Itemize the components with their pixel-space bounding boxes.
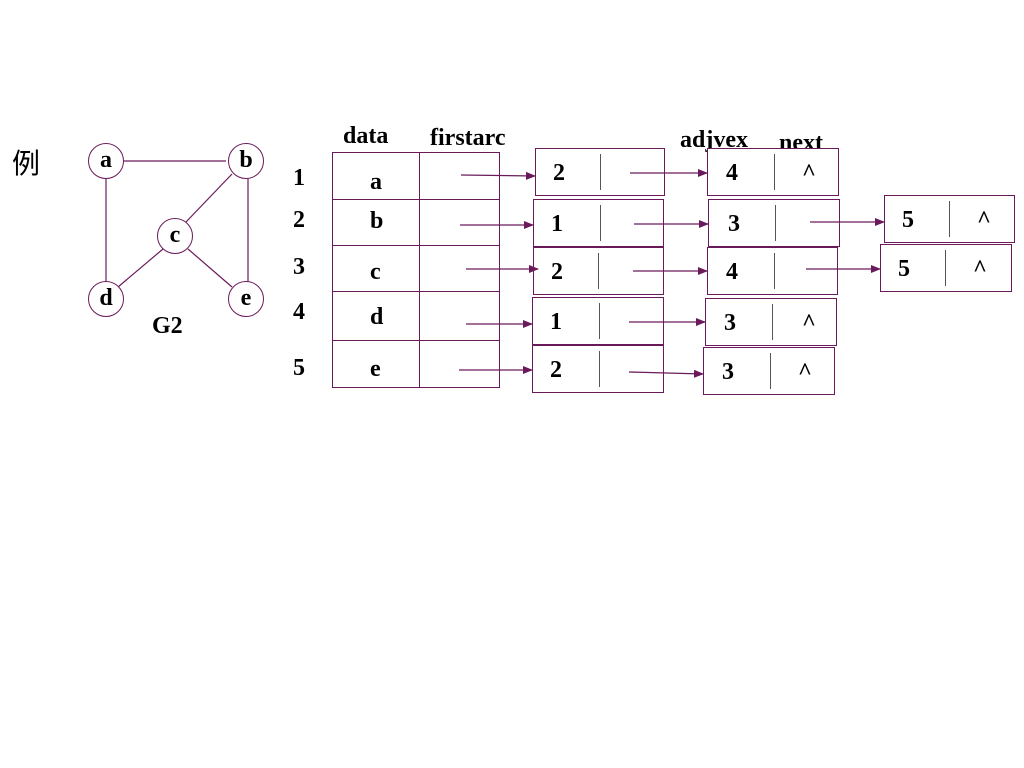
table-cell-data-2: b [370,208,384,234]
arc-adjvex: 4 [726,259,738,285]
arc-node: 1 [533,199,664,247]
field-divider [600,154,601,190]
arc-node: 5 ^ [884,195,1015,243]
table-row-divider [333,245,499,246]
arc-node: 5 ^ [880,244,1012,292]
table-cell-data-1: a [370,169,382,195]
table-cell-data-3: c [370,259,381,285]
arc-node: 4 ^ [707,148,839,196]
arc-node: 4 [707,247,838,295]
vertex-b: b [228,143,264,179]
table-cell-data-5: e [370,356,381,382]
arc-next: ^ [802,160,816,186]
field-divider [774,253,775,289]
row-index-1: 1 [293,165,305,191]
arc-node: 2 [535,148,665,196]
arrow-icon [460,171,536,180]
field-divider [774,154,775,190]
row-index-3: 3 [293,254,305,280]
vertex-c: c [157,218,193,254]
arc-next: ^ [798,359,812,385]
arc-adjvex: 2 [550,357,562,383]
row-index-4: 4 [293,299,305,325]
edge-b-c [185,173,233,223]
arc-adjvex: 4 [726,160,738,186]
arc-adjvex: 5 [898,256,910,282]
header-data: data [343,123,389,149]
arc-adjvex: 1 [550,309,562,335]
arc-adjvex: 5 [902,207,914,233]
arc-next: ^ [977,207,991,233]
arc-adjvex: 1 [551,211,563,237]
vertex-d: d [88,281,124,317]
table-row-divider [333,340,499,341]
field-divider [775,205,776,241]
row-index-2: 2 [293,207,305,233]
header-firstarc: firstarc [430,125,506,151]
graph-name: G2 [152,313,183,339]
arc-node: 2 [532,345,664,393]
table-row-divider [333,291,499,292]
table-cell-data-4: d [370,304,384,330]
field-divider [949,201,950,237]
arc-node: 3 ^ [703,347,835,395]
arc-node: 3 ^ [705,298,837,346]
arc-next: ^ [802,310,816,336]
vertex-a: a [88,143,124,179]
field-divider [772,304,773,340]
arc-adjvex: 2 [553,160,565,186]
field-divider [770,353,771,389]
row-index-5: 5 [293,355,305,381]
arc-adjvex: 3 [728,211,740,237]
arc-adjvex: 3 [722,359,734,385]
edge-c-e [187,248,233,288]
arc-next: ^ [973,256,987,282]
vertex-table [332,152,500,388]
arc-adjvex: 2 [551,259,563,285]
arc-node: 1 [532,297,664,345]
field-divider [600,205,601,241]
arc-node: 3 [708,199,840,247]
arrow-icon [628,369,704,378]
field-divider [599,351,600,387]
table-column-divider [419,153,420,387]
table-row-divider [333,199,499,200]
edge-c-d [117,248,164,288]
field-divider [599,303,600,339]
vertex-e: e [228,281,264,317]
arc-adjvex: 3 [724,310,736,336]
example-label: 例 [12,147,41,180]
field-divider [598,253,599,289]
field-divider [945,250,946,286]
